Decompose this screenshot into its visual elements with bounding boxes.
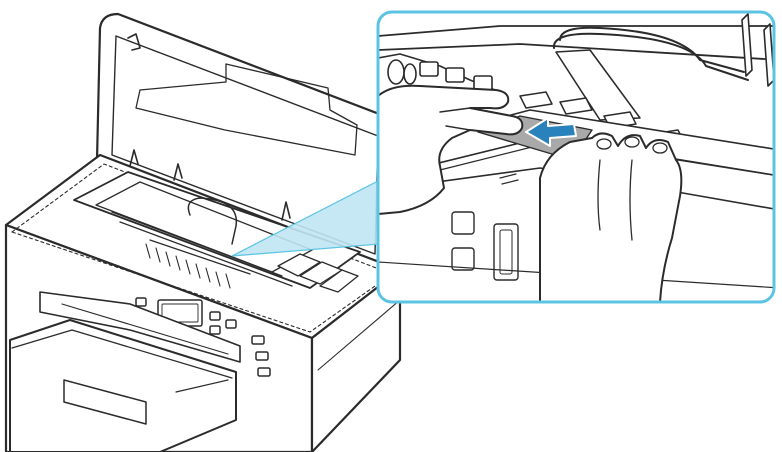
magnifier-callout-icon: [376, 10, 776, 304]
fingernails: [596, 136, 668, 154]
hinge-tabs: [129, 149, 291, 221]
interior-ribs: [145, 243, 231, 289]
panel-button: [251, 335, 265, 345]
panel-button: [209, 311, 221, 321]
callout-frame: [376, 10, 776, 304]
tray-handle: [63, 379, 147, 425]
cover-notch: [127, 33, 141, 51]
zoom-panel-buttons: [451, 173, 519, 281]
panel-button: [257, 367, 271, 377]
zoom-cable: [559, 26, 745, 73]
panel-button: [135, 297, 147, 307]
hand-icon: [539, 132, 683, 302]
panel-button: [225, 319, 237, 329]
panel-button: [255, 351, 269, 361]
printer-icon: [4, 12, 402, 452]
interior-cable: [187, 197, 238, 245]
hand-icon: [378, 84, 524, 215]
cover-panel-outline: [135, 63, 358, 156]
output-tray-lip: [11, 329, 233, 379]
panel-button: [209, 325, 221, 335]
top-cover-inner: [111, 35, 379, 255]
output-tray: [9, 319, 237, 452]
zoom-back-rail: [378, 25, 774, 37]
ink-cartridges: [277, 253, 359, 293]
zoom-posts: [741, 13, 774, 87]
arrow-left-icon: [525, 117, 577, 147]
